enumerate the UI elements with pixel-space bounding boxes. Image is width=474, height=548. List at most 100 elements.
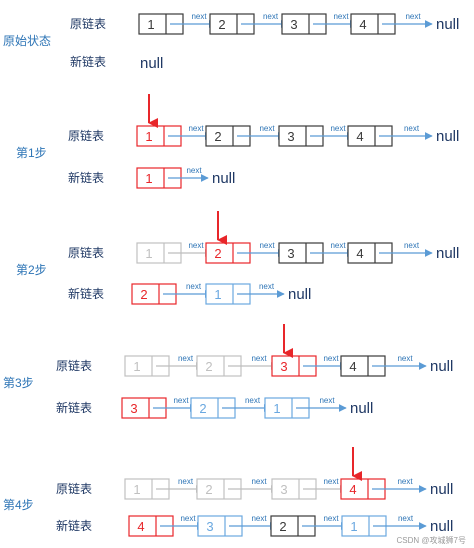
new-null-label: null [288,286,311,303]
new-list-label: 新链表 [70,54,106,69]
node-value: 2 [205,359,212,374]
orig-null-label: null [436,128,459,145]
orig-next-arrow-3: next [303,477,348,493]
node-value: 1 [145,129,152,144]
next-label: next [188,124,204,133]
orig-next-arrow-3: next [310,241,355,257]
new-next-arrow-1: next [160,514,205,530]
orig-next-arrow-1: next [168,124,213,140]
orig-next-arrow-3: next [313,12,358,28]
node-value: 4 [349,482,356,497]
node-value: 3 [290,17,297,32]
orig-next-arrow-3: next [303,354,348,370]
orig-next-arrow-2: next [241,12,289,28]
orig-node-4: 4 [340,478,386,500]
new-next-arrow-3: next [302,514,349,530]
new-next-arrow-3: next [296,396,347,412]
new-list-label: 新链表 [56,518,92,533]
orig-next-arrow-4: next [379,241,433,257]
next-label: next [398,514,414,523]
orig-next-arrow-4: next [372,354,427,370]
orig-list-label: 原链表 [68,128,104,143]
node-value: 4 [356,246,363,261]
node-value: 1 [350,519,357,534]
node-value: 1 [214,287,221,302]
new-node-4: 1 [341,515,387,537]
orig-node-2: 2 [196,478,242,500]
next-label: next [397,354,413,363]
orig-node-3: 3 [271,478,317,500]
orig-null-label: null [430,358,453,375]
orig-next-arrow-1: next [168,241,213,257]
new-list-label: 新链表 [56,400,92,415]
node-value: 1 [145,246,152,261]
node-value: 2 [214,129,221,144]
next-label: next [333,12,349,21]
next-label: next [319,396,335,405]
next-label: next [259,124,275,133]
new-null-label: null [212,170,235,187]
next-label: next [259,241,275,250]
next-label: next [323,477,339,486]
next-label: next [186,166,202,175]
next-label: next [178,477,194,486]
node-value: 2 [140,287,147,302]
orig-next-arrow-3: next [310,124,355,140]
stage-title: 第2步 [16,263,47,277]
next-label: next [188,241,204,250]
node-value: 2 [205,482,212,497]
next-label: next [178,354,194,363]
orig-next-arrow-1: next [170,12,217,28]
orig-next-arrow-2: next [237,241,286,257]
new-next-arrow-2: next [237,282,285,298]
node-value: 4 [359,17,366,32]
new-list-label: 新链表 [68,170,104,185]
orig-list-label: 原链表 [56,481,92,496]
node-value: 1 [145,171,152,186]
orig-null-label: null [430,481,453,498]
orig-null-label: null [436,16,459,33]
orig-node-3: 3 [278,125,324,147]
node-value: 4 [356,129,363,144]
orig-next-arrow-2: next [228,477,279,493]
next-label: next [251,514,267,523]
next-label: next [173,396,189,405]
orig-node-4: 4 [350,13,396,35]
node-value: 3 [287,129,294,144]
orig-next-arrow-1: next [156,354,204,370]
node-value: 3 [206,519,213,534]
next-label: next [330,241,346,250]
node-value: 2 [214,246,221,261]
next-label: next [263,12,279,21]
next-label: next [180,514,196,523]
new-next-arrow-2: next [222,396,272,412]
watermark: CSDN @攻城狮7号 [397,535,466,545]
new-null-label: null [350,400,373,417]
orig-node-1: 1 [124,355,170,377]
node-value: 2 [218,17,225,32]
stage-title: 第3步 [3,376,34,390]
next-label: next [245,396,261,405]
new-next-arrow-2: next [229,514,278,530]
node-value: 1 [273,401,280,416]
next-label: next [404,241,420,250]
new-next-arrow-1: next [168,166,209,182]
new-node-2: 1 [205,283,251,305]
node-value: 4 [137,519,144,534]
new-next-arrow-4: next [373,514,427,530]
new-null-label: null [430,518,453,535]
orig-list-label: 原链表 [56,358,92,373]
next-label: next [259,282,275,291]
orig-next-arrow-4: next [382,12,433,28]
next-label: next [330,124,346,133]
next-label: next [404,124,420,133]
orig-list-label: 原链表 [70,16,106,31]
next-label: next [191,12,207,21]
node-value: 3 [287,246,294,261]
stage-title: 第1步 [16,146,47,160]
stage-title: 原始状态 [3,34,51,48]
next-label: next [397,477,413,486]
